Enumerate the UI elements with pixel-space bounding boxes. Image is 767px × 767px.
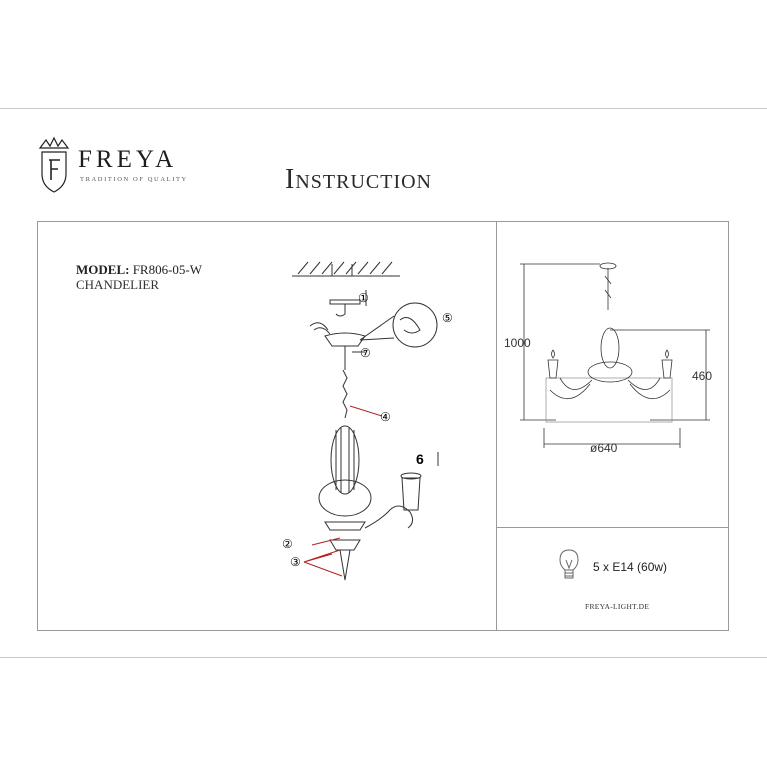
- panel-divider-vertical: [496, 221, 497, 631]
- panel-divider-horizontal: [496, 527, 729, 528]
- dimension-diameter: ø640: [590, 441, 618, 455]
- model-line: MODEL: FR806-05-W: [76, 262, 202, 278]
- dimension-total-height: 1000: [504, 336, 531, 350]
- lamp-specification: 5 x E14 (60w): [593, 560, 668, 574]
- instruction-sheet: [0, 108, 767, 658]
- step-6-label: 6: [416, 451, 424, 467]
- step-7-label: ⑦: [360, 346, 371, 360]
- model-number: FR806-05-W: [132, 262, 203, 277]
- brand-name: FREYA: [78, 146, 178, 173]
- step-2-label: ②: [282, 537, 293, 551]
- step-3-label: ③: [290, 555, 301, 569]
- step-1-label: ①: [358, 291, 369, 305]
- instruction-frame: [37, 221, 729, 631]
- bulb-icon: [559, 549, 579, 579]
- step-5-label: ⑤: [442, 311, 453, 325]
- assembly-diagram: ① ② ③ ④ ⑤ 6 ⑦: [282, 261, 453, 581]
- ceiling-hatching: [297, 261, 393, 275]
- step-4-label: ④: [380, 410, 391, 424]
- freya-crest-logo: [38, 136, 70, 193]
- product-type: CHANDELIER: [76, 277, 160, 292]
- brand-tagline: TRADITION OF QUALITY: [80, 176, 188, 183]
- page-title: Instruction: [285, 164, 432, 195]
- dimension-drawing: [520, 262, 710, 448]
- dimension-body-height: 460: [692, 369, 713, 383]
- model-label: MODEL:: [76, 262, 130, 277]
- website: FREYA-LIGHT.DE: [585, 602, 650, 611]
